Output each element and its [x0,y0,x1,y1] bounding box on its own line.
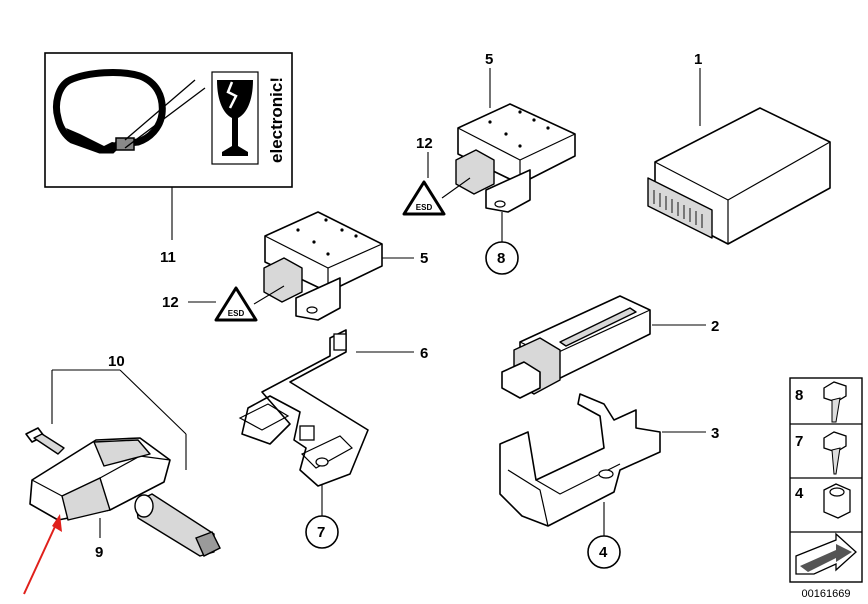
tire-pressure-sensor [29,437,171,521]
control-unit [647,107,831,245]
receiver-holder [499,393,661,527]
label-5-lower: 5 [420,250,428,267]
label-10: 10 [108,353,125,370]
tire-section-icon [53,69,206,154]
sensor-module-upper [455,103,576,213]
catalog-arrow-icon [795,532,857,575]
svg-text:ESD: ESD [228,309,245,318]
svg-text:ESD: ESD [416,203,433,212]
label-12-upper: 12 [416,135,433,152]
label-11: 11 [160,249,176,266]
valve-stem [134,493,221,557]
sensor-screw [25,427,65,455]
label-12-lower: 12 [162,294,179,311]
legend-num-7: 7 [795,433,803,450]
label-4-circled: 4 [599,544,608,561]
mounting-bracket [238,329,369,487]
antenna-receiver [501,295,651,399]
warning-triangle-icon-upper: ESD [402,180,446,216]
red-pointer-arrow-icon [23,514,62,595]
warning-text: electronic! [267,77,286,163]
hex-nut-icon [823,483,851,519]
label-7-circled: 7 [317,524,325,541]
warning-triangle-icon-lower: ESD [214,286,258,322]
label-2: 2 [711,318,719,335]
legend-panel: 8 7 4 [789,377,863,583]
legend-num-4: 4 [795,485,804,502]
label-5-upper: 5 [485,51,493,68]
label-8-circled: 8 [497,250,505,267]
fragile-glass-icon [211,71,259,165]
sensor-module-lower [263,211,383,321]
label-9: 9 [95,544,103,561]
hex-bolt-icon [823,381,847,423]
label-1: 1 [694,51,702,68]
label-3: 3 [711,425,719,442]
warning-box: electronic! [44,52,293,188]
legend-num-8: 8 [795,387,803,404]
label-6: 6 [420,345,428,362]
hex-screw-icon [823,431,847,475]
catalog-number: 00161669 [802,588,851,600]
